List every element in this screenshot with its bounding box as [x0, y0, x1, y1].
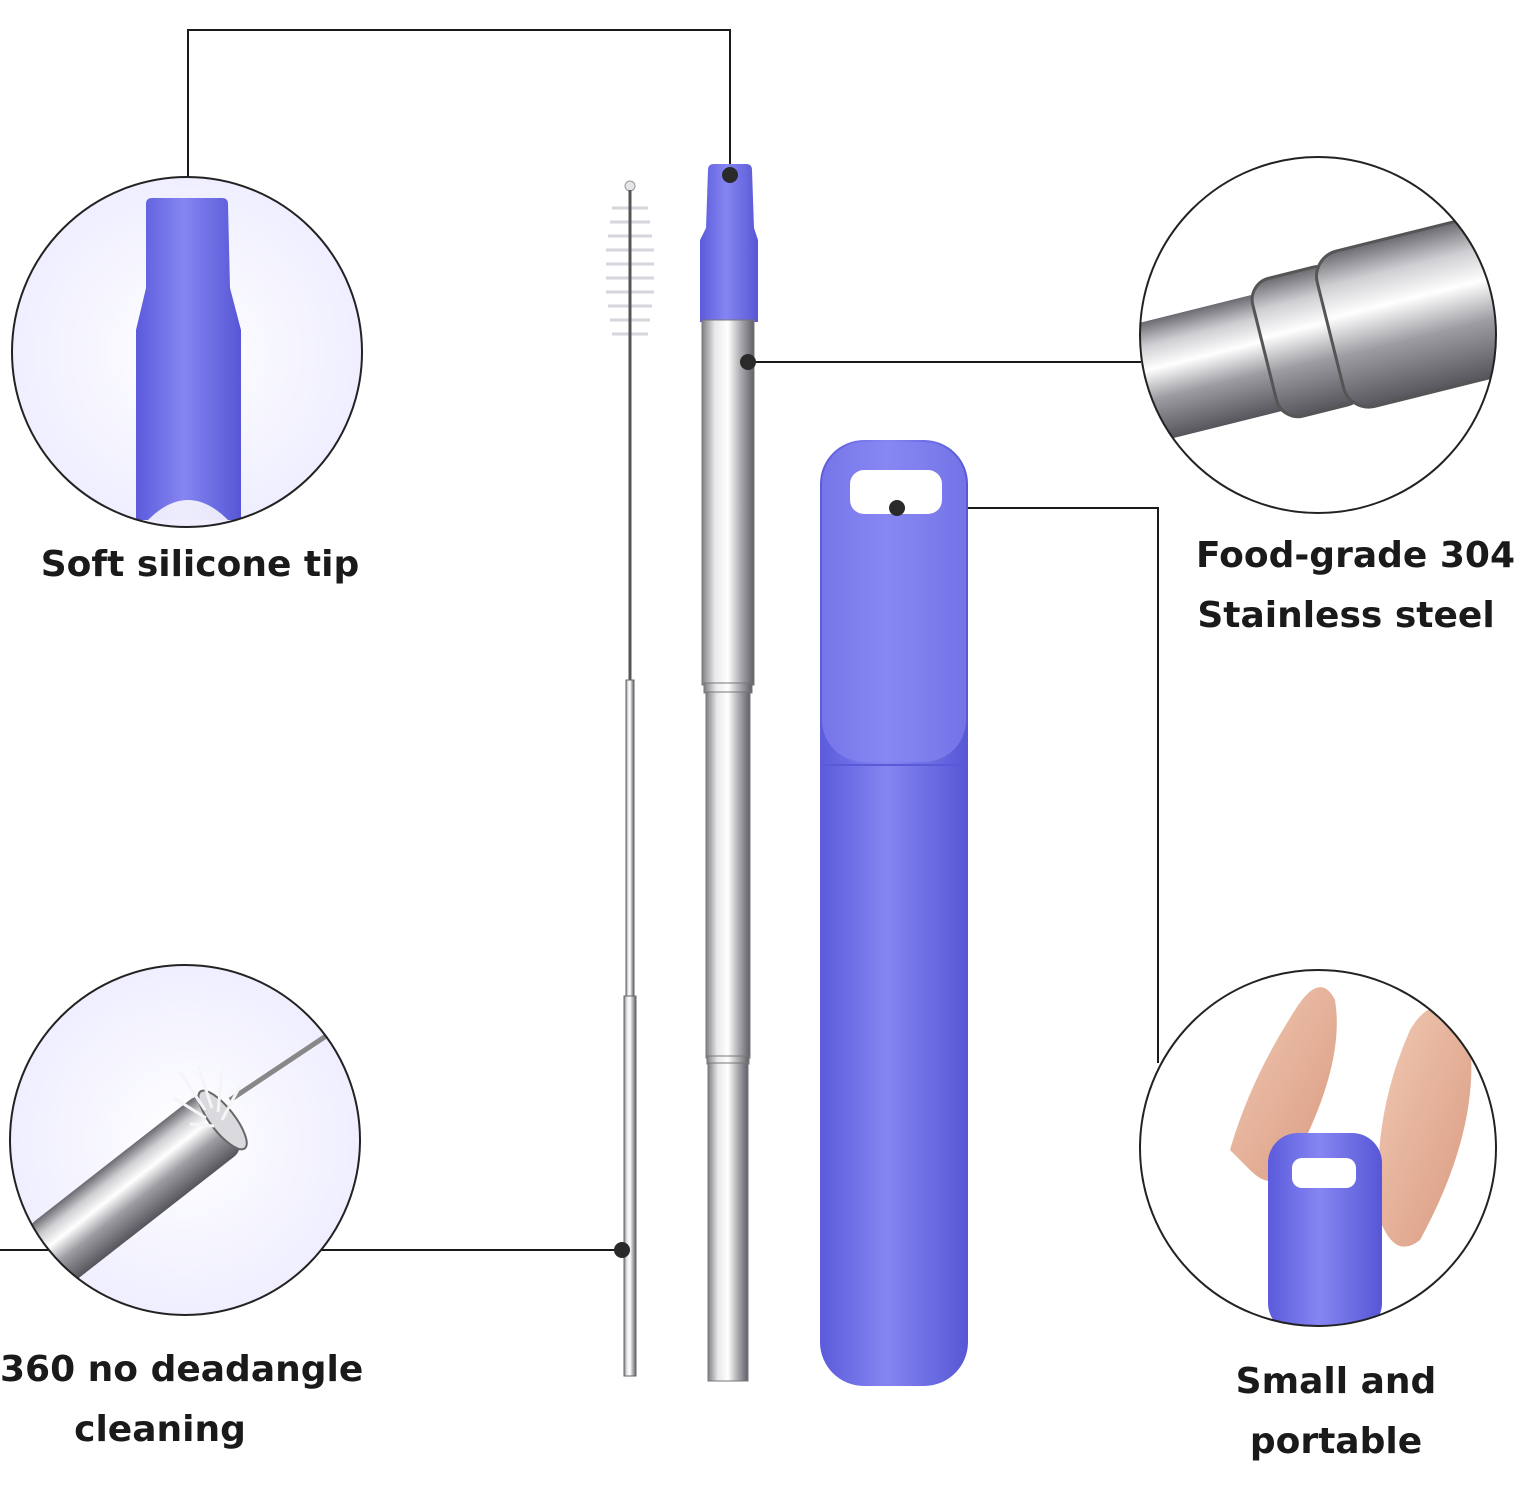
brush-head — [606, 206, 654, 336]
label-line: Small and — [1235, 1361, 1437, 1402]
label-line: Stainless steel — [1197, 595, 1495, 636]
fingers-holding-case — [1139, 969, 1497, 1327]
label-small-portable: Small and portable — [1196, 1352, 1476, 1472]
dot-tip — [722, 167, 738, 183]
label-line: Soft silicone tip — [40, 544, 360, 585]
dot-steel — [740, 354, 756, 370]
connector-dots — [614, 167, 905, 1258]
steel-tube-closeup — [1139, 156, 1497, 514]
connector-portable — [897, 507, 1159, 1063]
dot-brush — [614, 1242, 630, 1258]
label-line: 360 no deadangle — [0, 1349, 364, 1390]
label-soft-silicone-tip: Soft silicone tip — [30, 535, 370, 595]
cleaning-brush — [606, 180, 654, 1377]
label-line: portable — [1249, 1421, 1423, 1462]
finger-right — [1378, 1007, 1472, 1247]
label-food-grade-steel: Food-grade 304 Stainless steel — [1196, 526, 1515, 646]
connector-tip — [187, 29, 731, 177]
telescopic-straw — [700, 164, 758, 1382]
carry-case — [820, 440, 968, 1386]
straw-silicone-tip — [700, 164, 758, 322]
brush-bristles — [173, 1065, 242, 1128]
finger-left — [1230, 987, 1337, 1182]
label-line: cleaning — [74, 1409, 246, 1450]
dot-case — [889, 500, 905, 516]
silicone-tip-closeup — [11, 176, 363, 528]
silicone-tip-shape — [136, 198, 241, 520]
label-360-cleaning: 360 no deadangle cleaning — [0, 1340, 364, 1460]
cleaning-brush-closeup — [9, 964, 361, 1316]
label-line: Food-grade 304 — [1196, 535, 1515, 576]
